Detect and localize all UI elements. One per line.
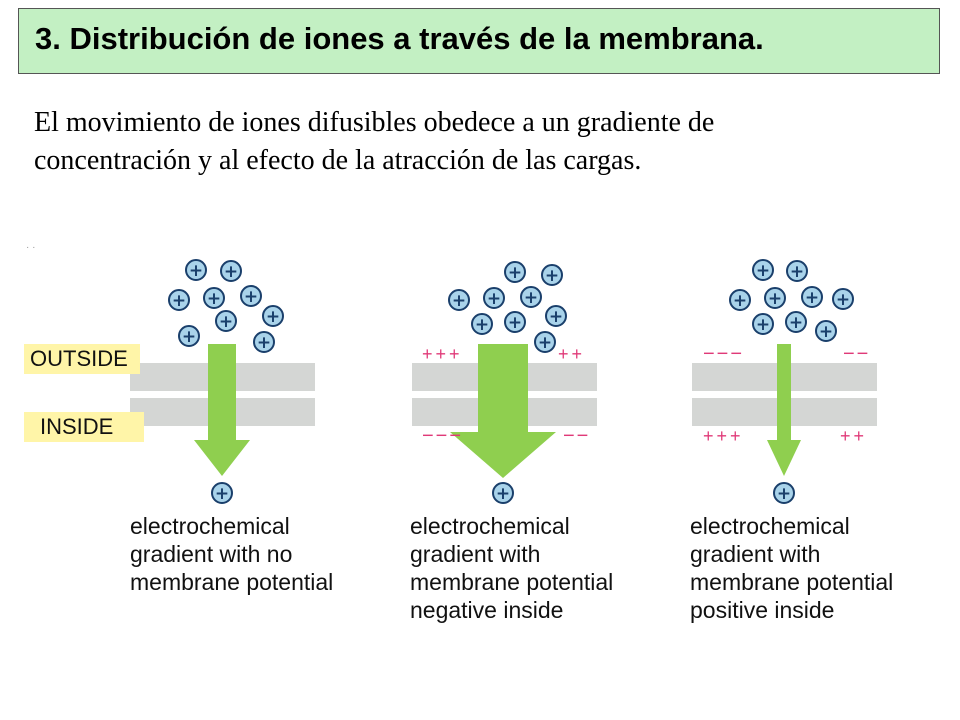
ion-layer: ++++++++++++++++++++++++++++++: [168, 259, 854, 504]
caption-line: gradient with: [410, 541, 541, 567]
caption-line: electrochemical: [410, 513, 570, 539]
inside-charge-left-3: +++: [703, 426, 744, 446]
caption-line: gradient with no: [130, 541, 293, 567]
positive-ion: +: [178, 325, 200, 347]
ion-plus-sign: +: [756, 261, 770, 281]
panel-3: [692, 344, 877, 476]
positive-ion: +: [211, 482, 233, 504]
intro-text: El movimiento de iones difusibles obedec…: [34, 104, 914, 180]
ion-plus-sign: +: [452, 291, 466, 311]
inside-label: INSIDE: [24, 412, 144, 442]
ion-plus-sign: +: [496, 484, 510, 504]
ion-plus-sign: +: [733, 291, 747, 311]
ion-plus-sign: +: [789, 313, 803, 333]
outside-charge-right-3: −−: [843, 343, 870, 365]
positive-ion: +: [545, 305, 567, 327]
positive-ion: +: [448, 289, 470, 311]
positive-ion: +: [815, 320, 837, 342]
positive-ion: +: [203, 287, 225, 309]
positive-ion: +: [541, 264, 563, 286]
positive-ion: +: [185, 259, 207, 281]
ion-plus-sign: +: [182, 327, 196, 347]
positive-ion: +: [786, 260, 808, 282]
caption-panel-1: electrochemical gradient with no membran…: [130, 512, 333, 596]
gradient-arrow: [194, 344, 250, 476]
ion-plus-sign: +: [244, 287, 258, 307]
positive-ion: +: [483, 287, 505, 309]
inside-charge-left-2: −−−: [422, 425, 463, 447]
caption-panel-3: electrochemical gradient with membrane p…: [690, 512, 893, 624]
ion-plus-sign: +: [524, 288, 538, 308]
inside-charge-right-2: −−: [563, 425, 590, 447]
caption-line: negative inside: [410, 597, 564, 623]
ion-plus-sign: +: [172, 291, 186, 311]
positive-ion: +: [832, 288, 854, 310]
panel-2: [412, 344, 597, 478]
gradient-arrow: [450, 344, 556, 478]
title-box: 3. Distribución de iones a través de la …: [18, 8, 940, 74]
caption-line: electrochemical: [690, 513, 850, 539]
positive-ion: +: [240, 285, 262, 307]
positive-ion: +: [520, 286, 542, 308]
outside-charge-left-3: −−−: [703, 343, 744, 365]
ion-plus-sign: +: [475, 315, 489, 335]
ion-plus-sign: +: [756, 315, 770, 335]
ion-plus-sign: +: [805, 288, 819, 308]
ion-plus-sign: +: [508, 313, 522, 333]
positive-ion: +: [764, 287, 786, 309]
caption-line: membrane potential: [690, 569, 894, 595]
positive-ion: +: [262, 305, 284, 327]
positive-ion: +: [752, 259, 774, 281]
ion-plus-sign: +: [487, 289, 501, 309]
page-title: 3. Distribución de iones a través de la …: [35, 21, 764, 56]
positive-ion: +: [215, 310, 237, 332]
ion-plus-sign: +: [257, 333, 271, 353]
caption-line: membrane potential: [130, 569, 334, 595]
ion-plus-sign: +: [768, 289, 782, 309]
ion-plus-sign: +: [215, 484, 229, 504]
ion-plus-sign: +: [219, 312, 233, 332]
ion-plus-sign: +: [819, 322, 833, 342]
positive-ion: +: [471, 313, 493, 335]
intro-line-2: concentración y al efecto de la atracció…: [34, 145, 642, 176]
caption-line: gradient with: [690, 541, 821, 567]
positive-ion: +: [504, 261, 526, 283]
caption-line: positive inside: [690, 597, 835, 623]
positive-ion: +: [785, 311, 807, 333]
positive-ion: +: [492, 482, 514, 504]
ion-plus-sign: +: [224, 262, 238, 282]
positive-ion: +: [253, 331, 275, 353]
caption-line: membrane potential: [410, 569, 614, 595]
ion-plus-sign: +: [538, 333, 552, 353]
positive-ion: +: [504, 311, 526, 333]
positive-ion: +: [168, 289, 190, 311]
ion-plus-sign: +: [836, 290, 850, 310]
outside-charge-right-2: ++: [558, 344, 585, 364]
ion-plus-sign: +: [508, 263, 522, 283]
ion-plus-sign: +: [549, 307, 563, 327]
positive-ion: +: [801, 286, 823, 308]
positive-ion: +: [220, 260, 242, 282]
ion-plus-sign: +: [189, 261, 203, 281]
outside-charge-left-2: +++: [422, 344, 463, 364]
ion-plus-sign: +: [266, 307, 280, 327]
positive-ion: +: [534, 331, 556, 353]
caption-line: electrochemical: [130, 513, 290, 539]
stray-marks: · ·: [26, 242, 36, 253]
ion-plus-sign: +: [790, 262, 804, 282]
positive-ion: +: [729, 289, 751, 311]
outside-label: OUTSIDE: [24, 344, 140, 374]
ion-plus-sign: +: [777, 484, 791, 504]
caption-panel-2: electrochemical gradient with membrane p…: [410, 512, 613, 624]
intro-line-1: El movimiento de iones difusibles obedec…: [34, 107, 715, 138]
ion-plus-sign: +: [545, 266, 559, 286]
positive-ion: +: [752, 313, 774, 335]
panel-1: [130, 344, 315, 476]
ion-plus-sign: +: [207, 289, 221, 309]
gradient-arrow: [767, 344, 801, 476]
positive-ion: +: [773, 482, 795, 504]
inside-charge-right-3: ++: [840, 426, 867, 446]
